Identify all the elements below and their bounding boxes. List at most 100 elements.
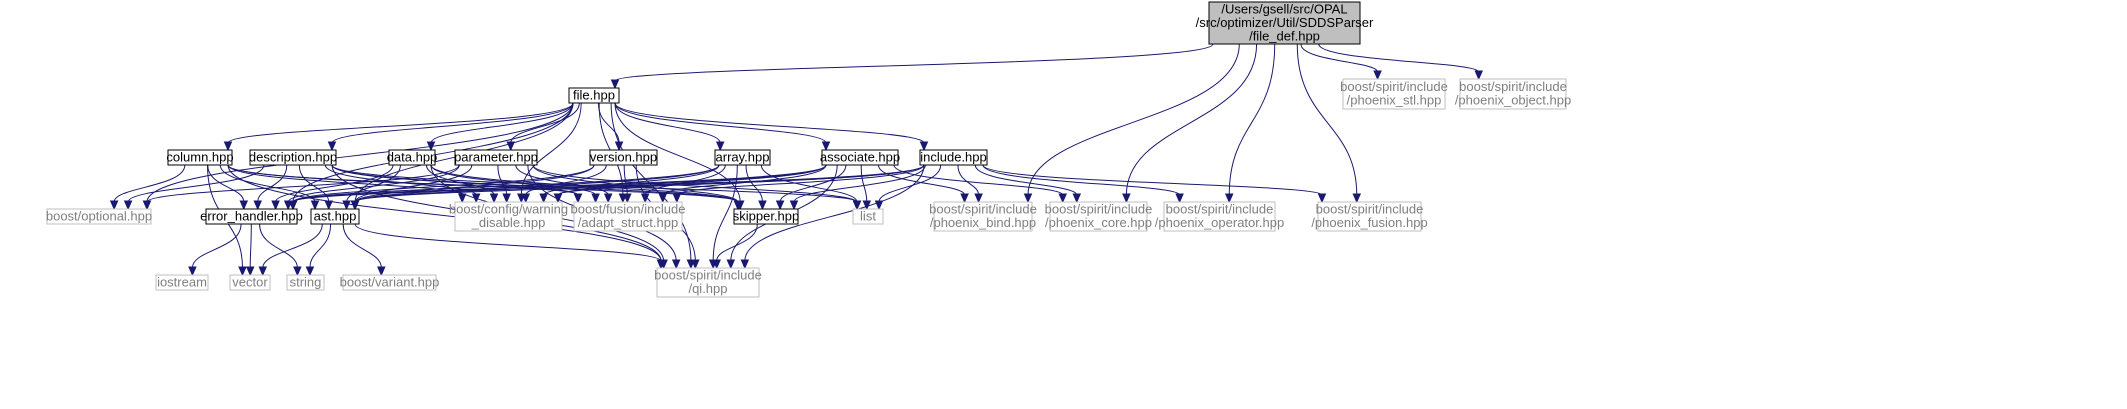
edge-ast-to-string — [305, 223, 332, 277]
edge-file_def-to-phoenix_stl — [1300, 43, 1382, 81]
edge-column-to-error_handler — [207, 164, 249, 211]
node-box — [1459, 78, 1567, 110]
node-label: boost/spirit/include — [1045, 202, 1153, 217]
node-label: version.hpp — [590, 149, 657, 164]
edge-description-to-error_handler — [253, 164, 288, 211]
node-box — [454, 201, 563, 232]
node-label: boost/fusion/include — [571, 202, 686, 217]
node-box — [454, 149, 538, 166]
edge-include-to-adapt_struct — [672, 164, 925, 204]
node-label: array.hpp — [716, 149, 770, 164]
node-vector: vector — [229, 274, 271, 291]
node-warning: boost/config/warning_disable.hpp — [449, 201, 568, 232]
node-associate[interactable]: associate.hpp — [820, 149, 900, 166]
node-box — [388, 149, 436, 166]
node-file[interactable]: file.hpp — [568, 87, 620, 104]
node-box — [155, 274, 209, 291]
node-label: /adapt_struct.hpp — [578, 215, 678, 230]
edge-ast-to-qi — [354, 223, 666, 270]
node-list: list — [852, 208, 884, 225]
node-label: /phoenix_stl.hpp — [1347, 93, 1442, 108]
node-column[interactable]: column.hpp — [166, 149, 234, 166]
node-box — [714, 149, 771, 166]
edge-array-to-warning — [539, 164, 720, 204]
node-skipper[interactable]: skipper.hpp — [733, 208, 800, 225]
node-box — [1049, 201, 1148, 232]
edge-file_def-to-phoenix_bind — [1023, 43, 1240, 204]
node-box — [656, 267, 760, 298]
node-label: /qi.hpp — [688, 281, 727, 296]
node-array[interactable]: array.hpp — [714, 149, 771, 166]
node-include[interactable]: include.hpp — [919, 149, 988, 166]
node-label: /Users/gsell/src/OPAL — [1221, 1, 1347, 16]
edge-include-to-qi — [740, 164, 925, 270]
node-box — [46, 208, 152, 225]
node-box — [1342, 78, 1446, 110]
node-parameter[interactable]: parameter.hpp — [454, 149, 538, 166]
edge-version-to-warning — [521, 164, 607, 204]
edge-file-to-array — [614, 102, 725, 152]
node-adapt_struct: boost/fusion/include/adapt_struct.hpp — [571, 201, 686, 232]
node-phoenix_bind: boost/spirit/include/phoenix_bind.hpp — [929, 201, 1037, 232]
node-box — [167, 149, 233, 166]
node-box — [286, 274, 325, 291]
node-phoenix_core: boost/spirit/include/phoenix_core.hpp — [1045, 201, 1153, 232]
node-box — [821, 149, 899, 166]
edge-data-to-error_handler — [271, 164, 394, 211]
node-description[interactable]: description.hpp — [249, 149, 337, 166]
node-iostream: iostream — [155, 274, 209, 291]
node-label: boost/spirit/include — [929, 202, 1037, 217]
node-box — [229, 274, 271, 291]
node-box — [342, 274, 437, 291]
node-label: vector — [232, 274, 268, 289]
node-label: ast.hpp — [314, 208, 357, 223]
edge-column-to-ast — [219, 164, 320, 211]
node-box — [249, 149, 337, 166]
node-label: include.hpp — [920, 149, 987, 164]
edge-error_handler-to-iostream — [188, 223, 242, 277]
node-label: /phoenix_object.hpp — [1455, 93, 1571, 108]
edge-parameter-to-optional — [142, 164, 460, 211]
node-label: skipper.hpp — [733, 208, 800, 223]
node-label: boost/spirit/include — [1459, 79, 1567, 94]
edge-file_def-to-phoenix_object — [1318, 43, 1483, 81]
node-label: boost/config/warning — [449, 202, 568, 217]
node-label: column.hpp — [166, 149, 233, 164]
node-label: /phoenix_fusion.hpp — [1311, 215, 1427, 230]
node-label: data.hpp — [387, 149, 438, 164]
node-box — [568, 87, 620, 104]
edge-file-to-include — [614, 102, 929, 152]
edge-file_def-to-phoenix_fusion — [1296, 43, 1362, 204]
node-label: boost/variant.hpp — [340, 274, 440, 289]
edge-associate-to-phoenix_core — [893, 164, 1067, 204]
node-box — [205, 208, 298, 225]
node-label: _disable.hpp — [471, 215, 546, 230]
edge-column-to-optional — [109, 164, 186, 211]
edge-skipper-to-qi — [712, 223, 758, 270]
node-file_def[interactable]: /Users/gsell/src/OPAL/src/optimizer/Util… — [1196, 1, 1374, 45]
edges-layer — [109, 43, 1483, 277]
edge-file_def-to-phoenix_core — [1122, 43, 1258, 204]
node-box — [733, 208, 799, 225]
node-box — [310, 208, 360, 225]
edge-include-to-warning — [553, 164, 925, 204]
node-ast[interactable]: ast.hpp — [310, 208, 360, 225]
node-label: /phoenix_bind.hpp — [930, 215, 1036, 230]
node-label: /file_def.hpp — [1249, 28, 1320, 43]
node-data[interactable]: data.hpp — [387, 149, 438, 166]
node-label: list — [860, 208, 876, 223]
node-box — [1208, 1, 1361, 45]
edge-include-to-phoenix_fusion — [982, 164, 1327, 204]
edge-array-to-list — [760, 164, 862, 211]
node-label: boost/spirit/include — [1166, 202, 1274, 217]
node-label: boost/spirit/include — [654, 268, 762, 283]
node-label: /phoenix_operator.hpp — [1155, 215, 1284, 230]
edge-description-to-optional — [123, 164, 265, 211]
node-error_handler[interactable]: error_handler.hpp — [200, 208, 303, 225]
node-version[interactable]: version.hpp — [589, 149, 658, 166]
node-variant: boost/variant.hpp — [340, 274, 440, 291]
node-label: associate.hpp — [820, 149, 900, 164]
node-box — [589, 149, 658, 166]
edge-associate-to-skipper — [775, 164, 847, 211]
node-string: string — [286, 274, 325, 291]
